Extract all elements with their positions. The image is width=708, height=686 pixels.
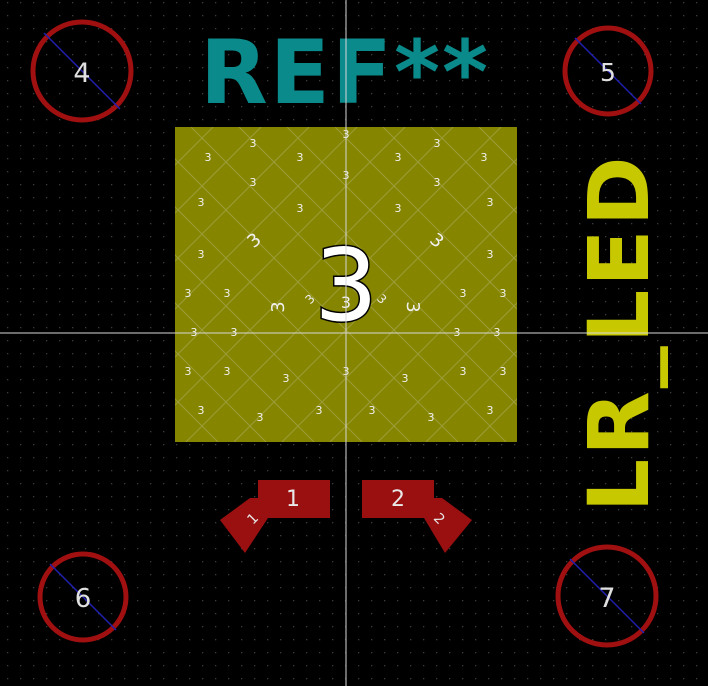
via-number-label: 3 <box>198 404 205 417</box>
smd-pad-copper <box>362 480 472 553</box>
hatch-line <box>175 206 411 442</box>
via-number-label: 3 <box>500 365 507 378</box>
hatch-line <box>175 127 358 310</box>
via-number-label: 3 <box>185 287 192 300</box>
via-number-label: 3 <box>460 287 467 300</box>
mounting-pad-7[interactable]: 7 <box>555 544 659 648</box>
hatch-line <box>175 158 459 442</box>
via-number-label: 3 <box>224 287 231 300</box>
via-number-label: 3 <box>297 151 304 164</box>
hatch-line <box>377 302 517 442</box>
via-number-label: 3 <box>198 196 205 209</box>
via-number-label: 3 <box>257 411 264 424</box>
mounting-pad-ring <box>555 544 659 648</box>
via-number-label: 3 <box>283 372 290 385</box>
hatch-line <box>233 158 517 442</box>
via-number-label: 3 <box>434 176 441 189</box>
via-number-label: 3 <box>297 202 304 215</box>
via-number-label: 3 <box>395 151 402 164</box>
via-number-label: 3 <box>250 176 257 189</box>
reference-designator-text[interactable]: REF** <box>200 21 490 124</box>
hatch-line <box>175 350 267 442</box>
hole-diagonal-line <box>43 32 121 110</box>
pad-number-label: 5 <box>600 58 616 87</box>
via-number-label: 3 <box>434 137 441 150</box>
hatch-line <box>175 127 454 406</box>
hatch-line <box>185 127 502 442</box>
via-number-label: 3 <box>198 248 205 261</box>
mounting-pad-5[interactable]: 5 <box>562 25 654 117</box>
via-number-label: 3 <box>428 411 435 424</box>
via-number-label: 3 <box>316 404 323 417</box>
mounting-pad-ring <box>562 25 654 117</box>
via-number-label: 3 <box>395 202 402 215</box>
via-number-label: 3 <box>402 372 409 385</box>
pad-number-label: 4 <box>73 58 90 89</box>
mounting-pad-ring <box>30 19 134 123</box>
hatch-line <box>286 127 517 358</box>
hatch-line <box>329 254 517 442</box>
smd-pad-copper <box>220 480 330 553</box>
via-number-label: 3 <box>487 248 494 261</box>
hatch-line <box>425 350 517 442</box>
via-number-label: 3 <box>487 404 494 417</box>
hole-diagonal-line <box>49 563 117 631</box>
via-number-label: 3 <box>185 365 192 378</box>
pad-number-label: 2 <box>391 487 405 512</box>
via-number-label: 3 <box>369 404 376 417</box>
pad-number-label: 6 <box>75 584 92 614</box>
smd-pad-2[interactable]: 2 2 <box>362 480 472 553</box>
hatch-line <box>175 127 262 214</box>
hatch-line <box>175 254 363 442</box>
hatch-line <box>281 206 517 442</box>
smd-pad-1[interactable]: 1 1 <box>220 480 330 553</box>
hatch-line <box>334 127 517 310</box>
thermal-via-pattern <box>175 127 517 442</box>
hatch-line <box>175 127 310 262</box>
hatch-line <box>175 127 406 358</box>
via-number-label: 3 <box>481 151 488 164</box>
hatch-line <box>382 127 517 262</box>
via-number-label: 3 <box>402 301 423 312</box>
pad-number-label: 7 <box>598 583 615 614</box>
hatch-line <box>190 127 507 442</box>
via-number-label: 3 <box>500 287 507 300</box>
hatch-line <box>430 127 517 214</box>
hole-diagonal-line <box>574 37 642 105</box>
via-number-label: 3 <box>205 151 212 164</box>
via-number-label: 3 <box>224 365 231 378</box>
hole-diagonal-line <box>569 558 645 634</box>
mounting-pad-ring <box>37 551 129 643</box>
pad-number-label: 1 <box>286 487 300 512</box>
hatch-line <box>238 127 517 406</box>
via-number-label: 3 <box>460 365 467 378</box>
mounting-pad-6[interactable]: 6 <box>37 551 129 643</box>
via-number-label: 3 <box>268 301 289 312</box>
mounting-pad-4[interactable]: 4 <box>30 19 134 123</box>
via-number-label: 3 <box>487 196 494 209</box>
hatch-line <box>175 302 315 442</box>
via-number-label: 3 <box>250 137 257 150</box>
